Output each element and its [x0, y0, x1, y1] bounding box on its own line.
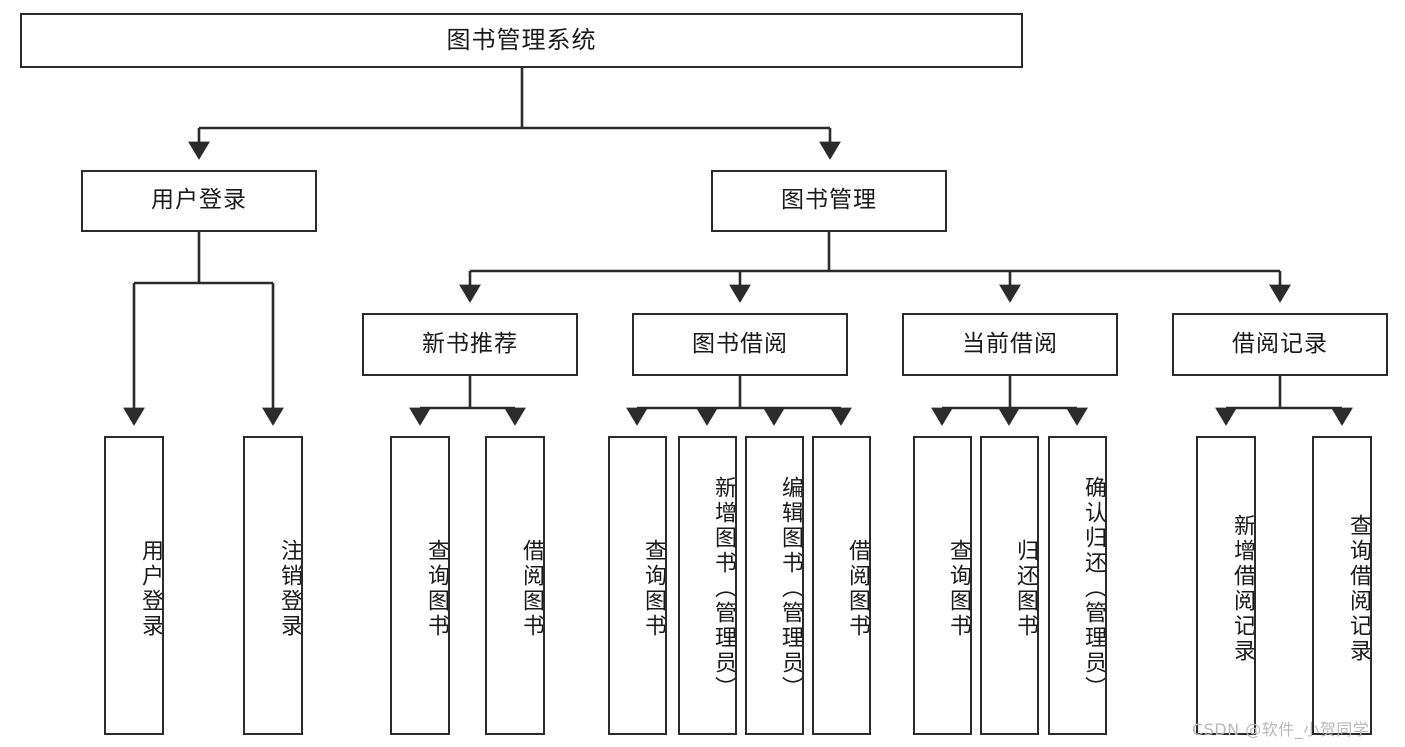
- node-leaf-user-login[interactable]: 用户登录: [104, 436, 164, 735]
- node-leaf-current-return-book[interactable]: 归还图书: [980, 436, 1039, 735]
- node-leaf-current-return-book-label: 归还图书: [1013, 538, 1038, 639]
- node-leaf-user-login-label: 用户登录: [138, 538, 163, 639]
- node-root-label: 图书管理系统: [446, 26, 597, 55]
- node-leaf-borrow-edit-book[interactable]: 编辑图书（管理员）: [745, 436, 804, 735]
- node-leaf-rec-borrow-book-label: 借阅图书: [519, 538, 544, 639]
- node-leaf-borrow-add-book[interactable]: 新增图书（管理员）: [678, 436, 737, 735]
- node-leaf-rec-borrow-book[interactable]: 借阅图书: [485, 436, 545, 735]
- node-leaf-borrow-add-book-label: 新增图书（管理员）: [711, 476, 736, 701]
- node-leaf-record-query-label: 查询借阅记录: [1346, 513, 1371, 664]
- node-current-borrow-label: 当前借阅: [962, 330, 1058, 357]
- node-book-manage[interactable]: 图书管理: [711, 170, 947, 232]
- node-leaf-record-query[interactable]: 查询借阅记录: [1312, 436, 1372, 735]
- node-leaf-current-query-book-label: 查询图书: [946, 538, 971, 639]
- node-book-borrow[interactable]: 图书借阅: [632, 313, 848, 376]
- node-leaf-borrow-borrow-book-label: 借阅图书: [845, 538, 870, 639]
- node-user-login[interactable]: 用户登录: [81, 170, 317, 232]
- node-leaf-user-logout[interactable]: 注销登录: [243, 436, 303, 735]
- node-leaf-rec-query-book[interactable]: 查询图书: [390, 436, 450, 735]
- node-leaf-borrow-borrow-book[interactable]: 借阅图书: [812, 436, 871, 735]
- node-book-borrow-label: 图书借阅: [692, 330, 788, 357]
- node-leaf-record-add[interactable]: 新增借阅记录: [1196, 436, 1256, 735]
- node-leaf-borrow-query-book-label: 查询图书: [641, 538, 666, 639]
- node-leaf-borrow-edit-book-label: 编辑图书（管理员）: [778, 476, 803, 701]
- node-root[interactable]: 图书管理系统: [20, 13, 1023, 68]
- node-book-manage-label: 图书管理: [781, 187, 877, 214]
- node-leaf-record-add-label: 新增借阅记录: [1230, 513, 1255, 664]
- node-new-book-rec[interactable]: 新书推荐: [362, 313, 578, 376]
- node-borrow-record[interactable]: 借阅记录: [1172, 313, 1388, 376]
- node-leaf-borrow-query-book[interactable]: 查询图书: [608, 436, 667, 735]
- node-new-book-rec-label: 新书推荐: [422, 330, 518, 357]
- watermark: CSDN @软件_小贺同学: [1192, 720, 1370, 739]
- node-current-borrow[interactable]: 当前借阅: [902, 313, 1118, 376]
- node-leaf-current-confirm-return[interactable]: 确认归还（管理员）: [1048, 436, 1107, 735]
- node-borrow-record-label: 借阅记录: [1232, 330, 1328, 357]
- node-leaf-rec-query-book-label: 查询图书: [424, 538, 449, 639]
- node-user-login-label: 用户登录: [151, 187, 247, 214]
- node-leaf-current-query-book[interactable]: 查询图书: [913, 436, 972, 735]
- node-leaf-user-logout-label: 注销登录: [277, 538, 302, 639]
- node-leaf-current-confirm-return-label: 确认归还（管理员）: [1081, 476, 1106, 701]
